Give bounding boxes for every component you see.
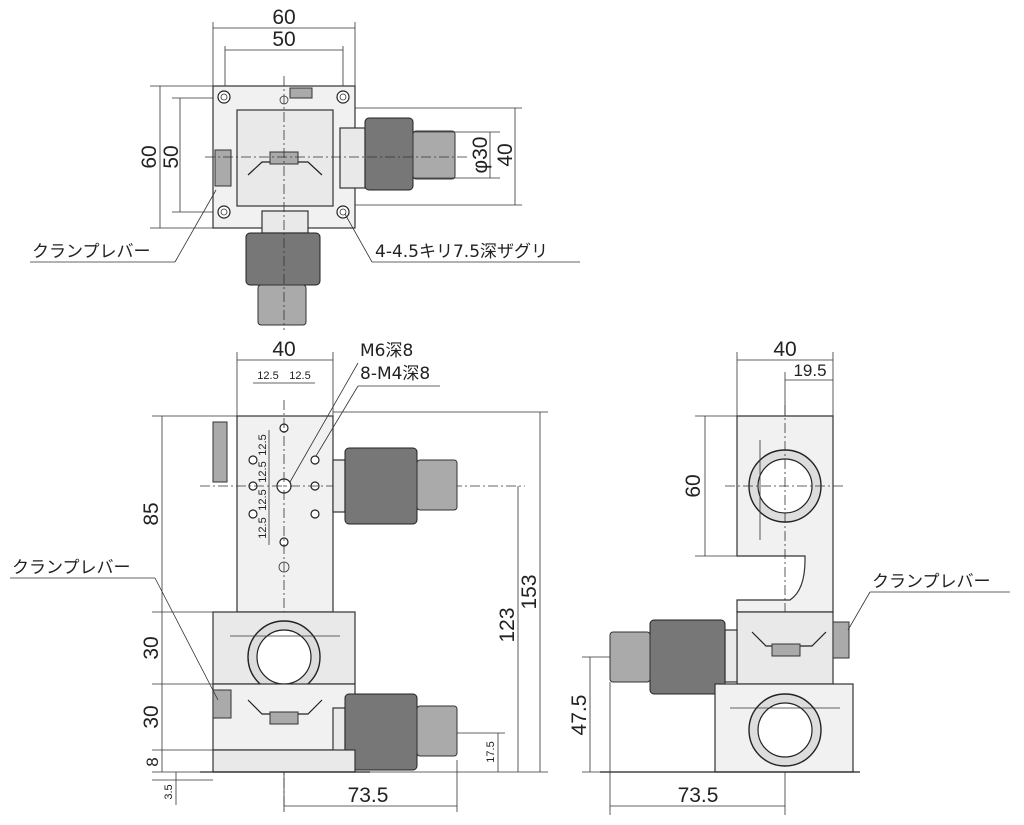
front-pitch-y4: 12.5 — [257, 517, 269, 538]
front-base-offset: 3.5 — [163, 784, 175, 799]
side-half-width: 19.5 — [793, 361, 826, 380]
front-m6-label: M6深8 — [360, 341, 413, 361]
top-view-clamp-lever — [214, 149, 232, 187]
side-view: 40 19.5 60 47.5 73.5 クランプレバー — [568, 338, 1010, 815]
front-center-height: 123 — [496, 607, 519, 642]
side-clamp — [832, 621, 850, 659]
front-upper-clamp — [212, 421, 228, 483]
top-holes-label: 4-4.5キリ7.5深ザグリ — [375, 242, 548, 262]
front-bottom-width: 73.5 — [348, 784, 389, 807]
top-view-bottom-knob — [245, 210, 321, 326]
top-view-corner-holes — [217, 90, 350, 219]
front-upper-knob — [332, 447, 458, 525]
front-stage2-height: 30 — [140, 705, 163, 728]
top-height-inner: 50 — [160, 145, 183, 168]
side-stage-height: 47.5 — [568, 695, 591, 736]
top-width-inner: 50 — [272, 28, 295, 51]
front-pitch-x2: 12.5 — [289, 370, 310, 382]
front-clamp-label: クランプレバー — [12, 558, 131, 578]
front-lower-clamp — [212, 689, 232, 719]
front-m4-label: 8-M4深8 — [360, 364, 430, 384]
front-base — [212, 749, 356, 773]
front-view: 40 12.5 12.5 12.5 12.5 12.5 12.5 M6深8 8-… — [10, 338, 548, 812]
top-view-right-knob — [339, 117, 456, 191]
top-width-outer: 60 — [272, 6, 295, 29]
top-knob-diameter: φ30 — [469, 137, 492, 174]
front-lower-knob — [332, 693, 458, 771]
front-base-height: 8 — [143, 757, 162, 766]
side-left-knob — [609, 619, 738, 695]
front-pitch-y1: 12.5 — [257, 434, 269, 455]
front-pitch-y2: 12.5 — [257, 461, 269, 482]
top-height-outer: 60 — [138, 145, 161, 168]
front-top-width: 40 — [272, 338, 295, 361]
side-top-width: 40 — [773, 338, 796, 361]
side-clamp-label: クランプレバー — [872, 572, 991, 592]
front-upper-height: 85 — [140, 502, 163, 525]
top-clamp-label: クランプレバー — [32, 242, 151, 262]
front-knob-height: 17.5 — [485, 741, 497, 762]
side-bottom-width: 73.5 — [678, 784, 719, 807]
front-pitch-y3: 12.5 — [257, 489, 269, 510]
front-total-height: 153 — [518, 574, 541, 609]
front-pitch-x1: 12.5 — [257, 370, 278, 382]
side-height: 60 — [682, 474, 705, 497]
top-knob-dim: 40 — [494, 143, 517, 166]
front-stage1-height: 30 — [140, 636, 163, 659]
top-view: 60 50 60 50 φ30 40 クランプレバー 4-4.5キリ7.5深ザグ… — [30, 6, 580, 330]
